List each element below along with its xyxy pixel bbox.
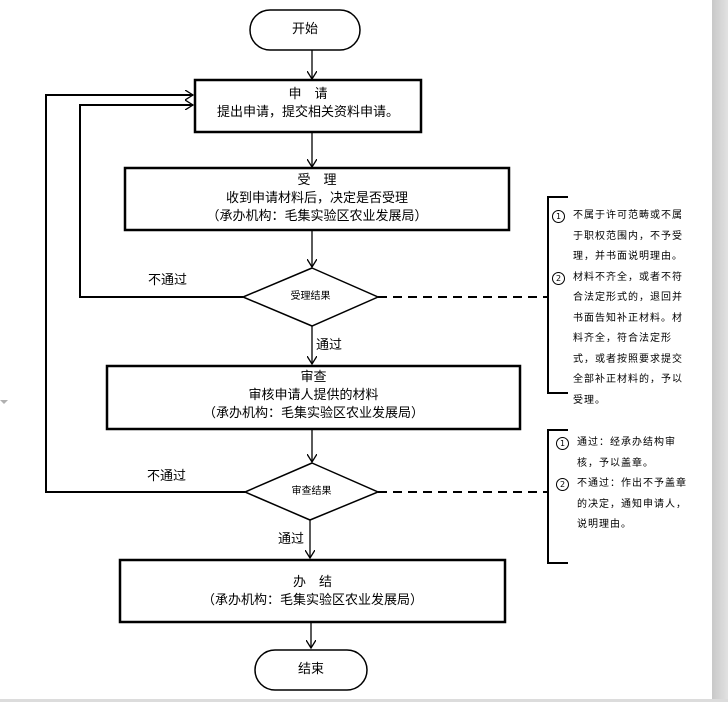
review-box (105, 364, 522, 431)
review-note-1-text: 通过：经承办结构审核，予以盖章。 (577, 437, 676, 469)
accept-fail-label: 不通过 (148, 273, 188, 288)
accept-box (123, 166, 511, 232)
review-note-2-text: 不通过：作出不予盖章的决定，通知申请人，说明理由。 (577, 478, 687, 530)
accept-org: （承办机构：毛集实验区农业发展局） (206, 209, 428, 224)
accept-pass-label: 通过 (316, 338, 343, 353)
review-desc: 审核申请人提供的材料 (248, 388, 379, 403)
window-edge (712, 0, 728, 702)
accept-note-1: 1 不属于许可范畴或不属于职权范围内，不予受理，并书面说明理由。 (552, 206, 687, 268)
apply-title: 申 请 (288, 87, 328, 102)
page-marker-icon (0, 400, 8, 404)
finish-box (118, 558, 507, 624)
review-title: 审查 (300, 370, 327, 385)
accept-title: 受 理 (297, 173, 337, 188)
circled-number-icon: 2 (556, 478, 569, 491)
finish-org: （承办机构：毛集实验区农业发展局） (201, 593, 423, 608)
review-pass-label: 通过 (278, 532, 305, 547)
review-note-1: 1 通过：经承办结构审核，予以盖章。 (556, 433, 691, 474)
circled-number-icon: 2 (552, 271, 565, 285)
accept-desc: 收到申请材料后，决定是否受理 (225, 191, 408, 206)
end-terminal (254, 649, 368, 691)
review-notes-bracket (547, 429, 568, 564)
accept-note-2-text: 材料不齐全，或者不符合法定形式的，退回并书面告知补正材料。材料齐全，符合法定形式… (573, 271, 683, 406)
review-org: （承办机构：毛集实验区农业发展局） (202, 406, 424, 421)
review-decision-label: 审查结果 (291, 486, 332, 497)
apply-box (193, 78, 423, 134)
accept-note-1-text: 不属于许可范畴或不属于职权范围内，不予受理，并书面说明理由。 (573, 210, 683, 262)
review-fail-label: 不通过 (147, 469, 187, 484)
finish-title: 办 结 (292, 575, 332, 590)
start-label: 开始 (291, 22, 318, 37)
review-fail-loop (45, 95, 245, 493)
start-terminal (249, 9, 361, 51)
circled-number-icon: 1 (556, 437, 569, 450)
window-bottom-edge (0, 699, 728, 702)
review-notes: 1 通过：经承办结构审核，予以盖章。 2 不通过：作出不予盖章的决定，通知申请人… (556, 433, 691, 536)
accept-decision-label: 受理结果 (290, 291, 331, 302)
accept-notes-bracket (547, 196, 568, 394)
review-note-2: 2 不通过：作出不予盖章的决定，通知申请人，说明理由。 (556, 474, 691, 536)
accept-note-2: 2 材料不齐全，或者不符合法定形式的，退回并书面告知补正材料。材料齐全，符合法定… (552, 268, 687, 412)
accept-fail-loop (79, 105, 243, 298)
accept-notes: 1 不属于许可范畴或不属于职权范围内，不予受理，并书面说明理由。 2 材料不齐全… (552, 206, 687, 411)
circled-number-icon: 1 (552, 210, 565, 223)
apply-desc: 提出申请，提交相关资料申请。 (216, 105, 399, 120)
end-label: 结束 (297, 662, 324, 677)
